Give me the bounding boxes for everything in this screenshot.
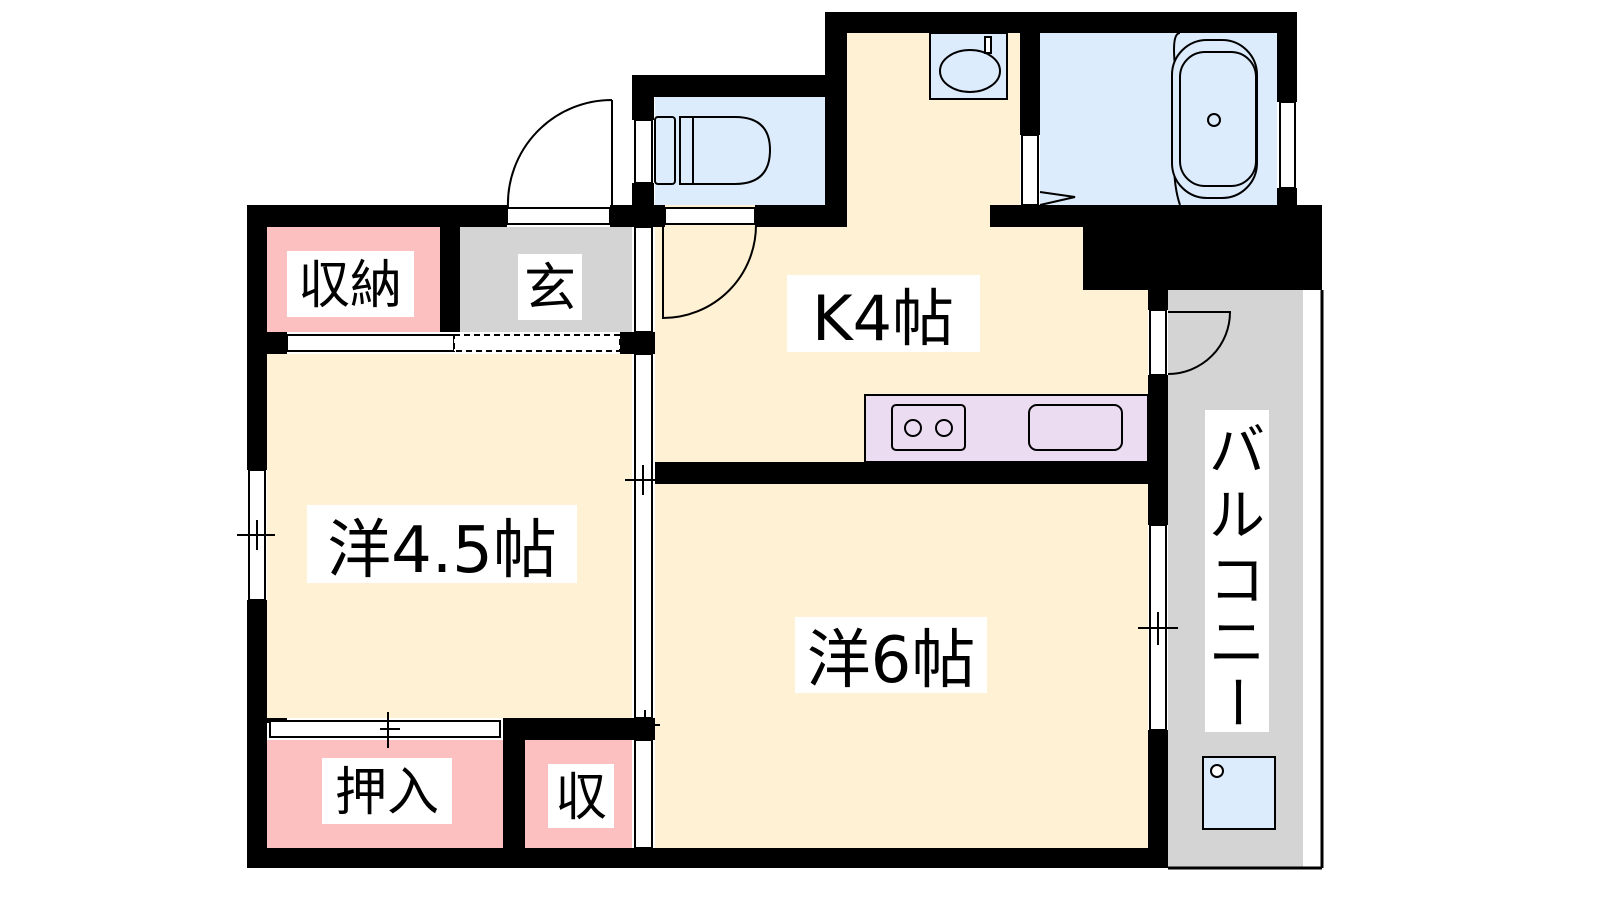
bathtub-icon — [1171, 32, 1258, 206]
storage-small-label: 収 — [555, 768, 607, 828]
kitchen-sink-icon — [1028, 404, 1123, 451]
door-swings — [237, 99, 1232, 748]
balcony-char: コ — [1209, 549, 1265, 614]
stove-icon — [891, 404, 966, 451]
closet-label: 押入 — [335, 763, 439, 823]
western-large-label: 洋6帖 — [807, 624, 976, 698]
entrance-label: 玄 — [524, 259, 576, 319]
balcony-char: バ — [1209, 419, 1265, 484]
openings — [248, 101, 1296, 849]
sink-icon — [929, 32, 1008, 100]
balcony-char: ル — [1209, 484, 1265, 549]
balcony-char: ー — [1203, 674, 1268, 730]
balcony-char: ニ — [1209, 611, 1265, 676]
storage-top-label: 収納 — [298, 256, 402, 316]
toilet-icon — [654, 116, 772, 185]
kitchen-label: K4帖 — [812, 282, 954, 355]
label-backgrounds — [287, 251, 1269, 828]
western-small-label: 洋4.5帖 — [327, 514, 557, 588]
washing-machine-icon — [1202, 756, 1276, 830]
balcony-label: バ ル コ ニ ー — [1203, 419, 1268, 730]
walls — [247, 12, 1322, 868]
